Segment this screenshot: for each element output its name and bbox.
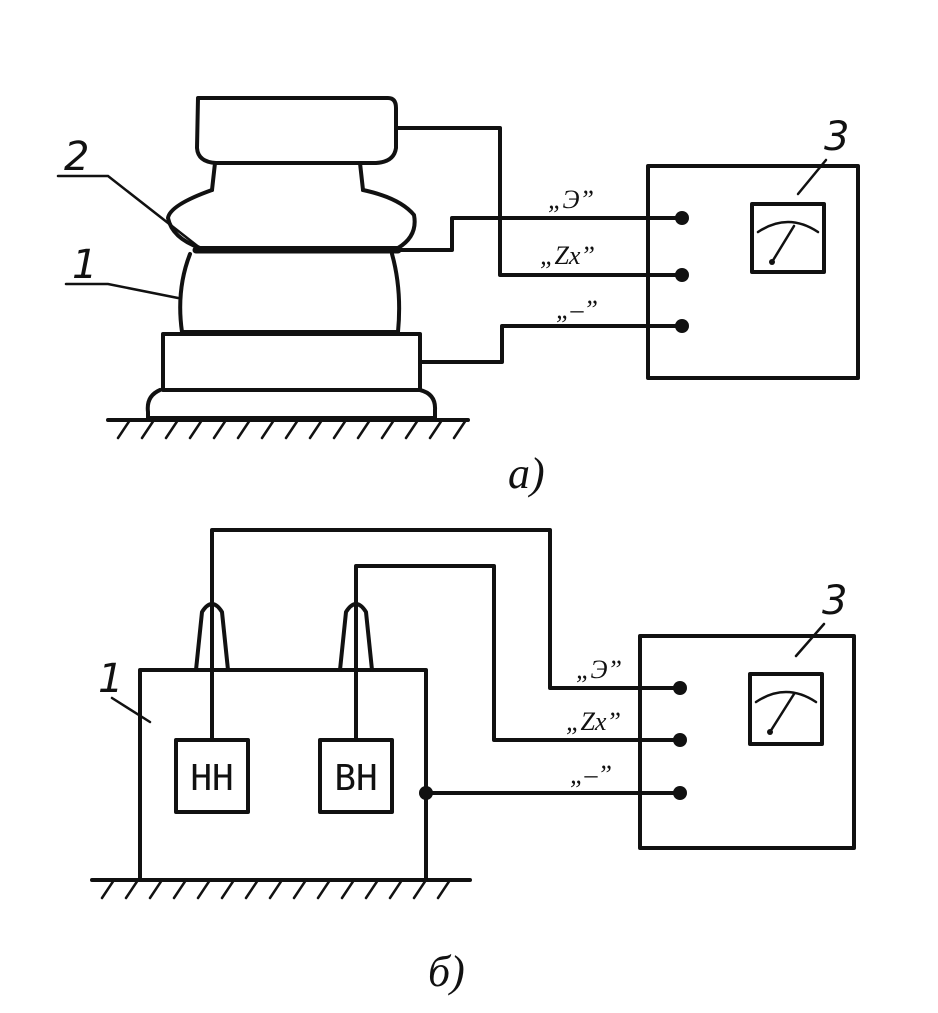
insulator-foot (145, 388, 438, 420)
winding-label-hv: ВН (334, 758, 377, 799)
meter-window-a (750, 202, 826, 274)
wire-a-base-to-minus (418, 324, 684, 364)
label-b-1: 1 (98, 656, 123, 702)
wire-a-band-to-e (396, 216, 684, 252)
label-a-1: 1 (72, 242, 97, 288)
label-b-3: 3 (822, 578, 847, 624)
meter-scale-a (756, 220, 820, 234)
insulator-neck (210, 161, 365, 192)
transformer-tank (138, 668, 428, 882)
meter-pivot-b (767, 729, 773, 735)
winding-label-lv: НН (190, 758, 233, 799)
wire-a-top-to-zx (394, 126, 684, 277)
leader-b-3 (794, 622, 826, 658)
terminal-label-b-zx: „Zх” (566, 707, 621, 736)
terminal-b-zx (673, 733, 687, 747)
leader-b-1 (110, 696, 152, 724)
terminal-b-e (673, 681, 687, 695)
terminal-a-minus (675, 319, 689, 333)
caption-a: а) (508, 449, 545, 498)
ground-a (106, 418, 470, 440)
leader-a-1 (64, 282, 180, 300)
meter-needle-a (770, 224, 796, 264)
insulator-upper-shed (166, 188, 417, 250)
label-a-3: 3 (824, 114, 849, 160)
wire-b-lv-to-e (210, 528, 682, 690)
insulator-body (178, 252, 402, 334)
terminal-label-a-minus: „–” (556, 295, 598, 324)
terminal-a-e (675, 211, 689, 225)
meter-needle-b (768, 692, 796, 734)
terminal-label-b-minus: „–” (570, 760, 612, 789)
ground-b (90, 878, 472, 900)
insulator-base (161, 332, 422, 392)
caption-b: б) (428, 947, 465, 996)
terminal-label-a-e: „Э” (548, 185, 594, 214)
terminal-b-minus (673, 786, 687, 800)
wire-b-hv-to-zx (354, 564, 682, 742)
meter-window-b (748, 672, 824, 746)
terminal-a-zx (675, 268, 689, 282)
panel-a: 1 2 3 „Э” „Zх” „–” а) (56, 96, 860, 498)
meter-pivot-a (769, 259, 775, 265)
label-a-2: 2 (64, 134, 89, 180)
tank-junction (419, 786, 433, 800)
meter-scale-b (754, 690, 818, 704)
leader-a-3 (796, 158, 828, 196)
meter-case-a (646, 164, 860, 380)
meter-case-b (638, 634, 856, 850)
terminal-label-a-zx: „Zх” (540, 241, 595, 270)
panel-b: НН ВН 1 3 „Э” „Zх” „–” б) (90, 528, 856, 996)
leader-a-2 (56, 174, 202, 250)
terminal-label-b-e: „Э” (576, 655, 622, 684)
insulator-top-cap (195, 96, 398, 165)
